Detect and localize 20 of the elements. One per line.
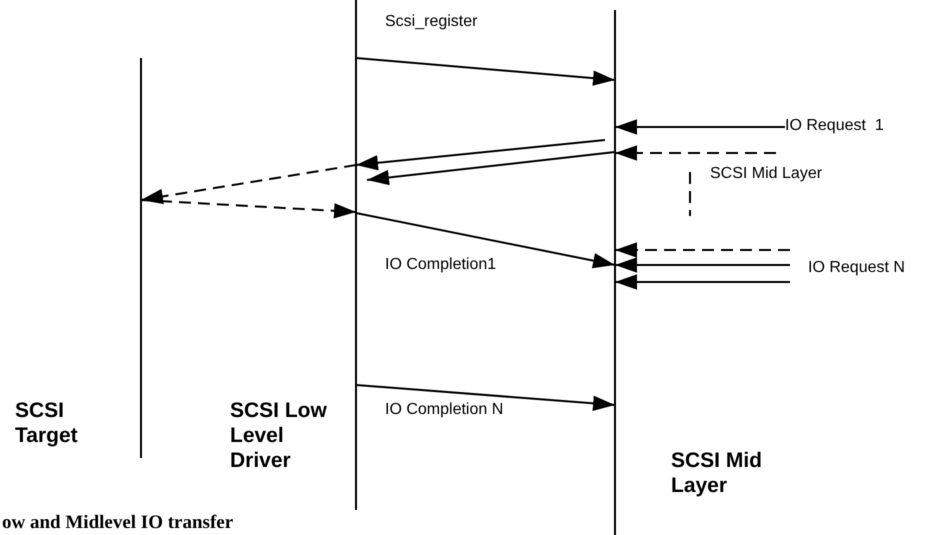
arrow [615, 242, 790, 258]
note-label: SCSI Mid Layer [710, 164, 824, 184]
arrow [615, 274, 790, 290]
arrow [615, 145, 776, 161]
arrow [615, 257, 790, 273]
arrow [356, 212, 616, 268]
lifeline-title: SCSI Low Level Driver [230, 398, 328, 473]
message-label: IO Request 1 [785, 116, 885, 136]
lifeline [15, 58, 142, 458]
arrow [356, 139, 606, 170]
arrow [140, 164, 356, 204]
arrow [356, 384, 616, 411]
lifeline [230, 0, 357, 510]
lifeline-title: SCSI Target [15, 398, 79, 448]
arrow [356, 57, 616, 86]
arrow [366, 151, 616, 186]
arrow [615, 119, 785, 135]
lifeline-title: SCSI Mid Layer [671, 448, 764, 498]
arrow [140, 199, 356, 218]
note-label: IO Request N [808, 258, 906, 278]
